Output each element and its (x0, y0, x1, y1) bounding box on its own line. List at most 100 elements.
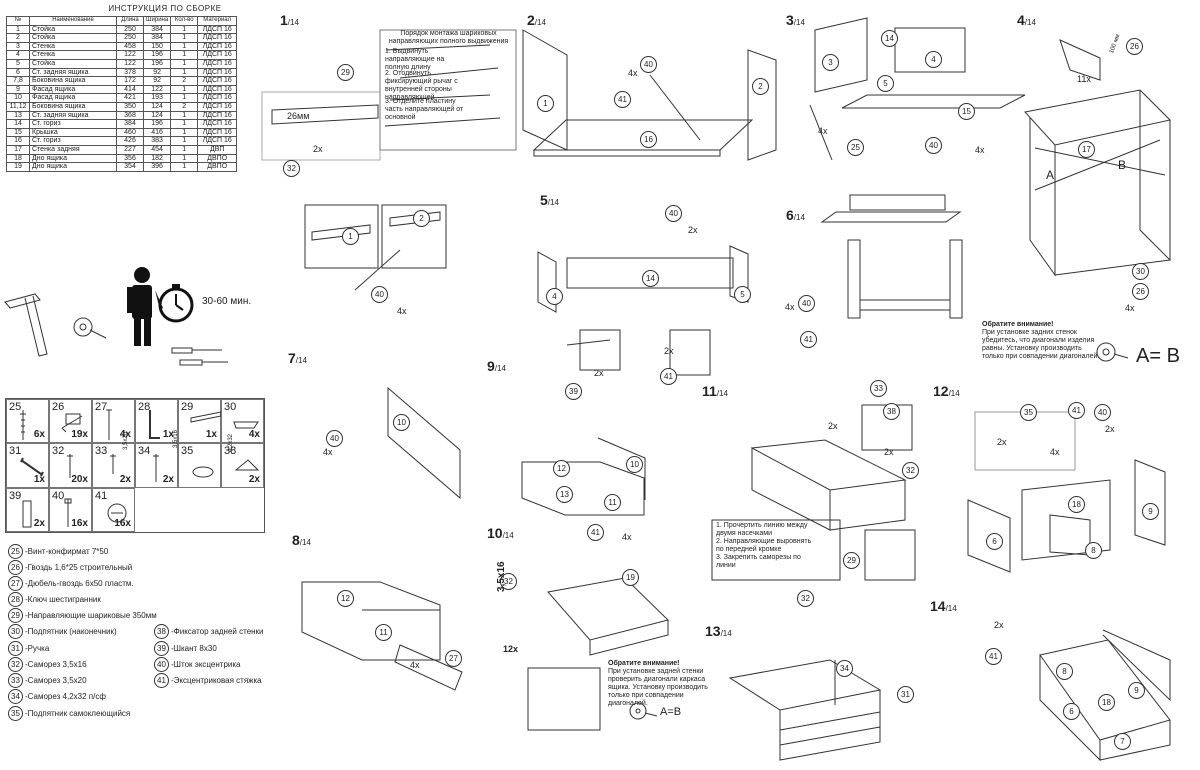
screw-size-label: 3,5x16 (173, 429, 179, 448)
callout-s13-3: 18 (1068, 496, 1085, 513)
hardware-27-icon (106, 409, 112, 440)
callout-s9-4: 41 (587, 524, 604, 541)
hardware-38-icon (234, 459, 260, 471)
callout-s6-0: 26 (1126, 38, 1143, 55)
hardware-number: 41 (95, 489, 108, 502)
hardware-item-32: 32 20x (49, 443, 92, 488)
step-12-label: 12/14 (933, 383, 960, 399)
hardware-number: 35 (181, 445, 194, 458)
legend-item-26: 26-Гвоздь 1,6*25 строительный (8, 560, 132, 575)
legend-text: -Ключ шестигранник (25, 595, 101, 604)
legend-text: -Саморез 3,5x16 (25, 660, 87, 669)
step-4-label: 4/14 (1017, 12, 1036, 28)
hardware-number: 32 (52, 445, 65, 458)
hardware-number: 39 (9, 489, 22, 502)
step8-drawing (301, 581, 463, 691)
legend-item-25: 25-Винт-конфирмат 7*50 (8, 544, 108, 559)
step-number: 13 (705, 623, 721, 639)
step-number: 8 (292, 532, 300, 548)
screw-size-label: 3,5x20 (123, 431, 129, 450)
step-total: /14 (502, 531, 514, 540)
step-total: /14 (299, 538, 311, 547)
hardware-number: 33 (95, 445, 108, 458)
step4-drawing (809, 17, 1026, 161)
legend-number: 35 (8, 706, 23, 721)
legend-number: 40 (154, 657, 169, 672)
step-6-label: 6/14 (786, 207, 805, 223)
assembler-person-icon (127, 267, 163, 346)
legend-number: 39 (154, 641, 169, 656)
hardware-qty: 6x (33, 429, 45, 441)
screw-size-label: 4,2x32 (228, 433, 234, 452)
step11-note-2: 2. Направляющие выровнять по передней кр… (716, 538, 812, 553)
callout-s11-4: 32 (797, 590, 814, 607)
callout-s13-2: 41 (1068, 402, 1085, 419)
assembly-time: 30-60 мин. (202, 296, 252, 307)
step-number: 9 (487, 358, 495, 374)
diagonal-a-label: A (1046, 168, 1055, 182)
step-total: /14 (547, 198, 559, 207)
hardware-number: 40 (52, 489, 65, 502)
callout-s13-5: 6 (986, 533, 1003, 550)
quantity-s11_32: 2x (884, 447, 894, 457)
hardware-28-icon (149, 410, 160, 439)
quantity-s3_39: 2x (594, 368, 604, 378)
legend-item-39: 39-Шкант 8x30 (154, 641, 217, 656)
hardware-qty: 20x (71, 473, 88, 485)
callout-s3-3: 5 (734, 286, 751, 303)
step-total: /14 (295, 356, 307, 365)
legend-item-40: 40-Шток эксцентрика (154, 657, 240, 672)
hardware-qty: 4x (119, 429, 131, 441)
attention-6-formula: A= B (1136, 345, 1180, 367)
nail-qty-6: 11x (1077, 74, 1091, 84)
callout-s14-4: 18 (1098, 694, 1115, 711)
step-5-label: 5/14 (540, 192, 559, 208)
callout-s1-2: 1 (342, 228, 359, 245)
legend-item-33: 33-Саморез 3,5x20 (8, 673, 87, 688)
legend-item-38: 38-Фиксатор задней стенки (154, 624, 264, 639)
legend-number: 25 (8, 544, 23, 559)
quantity-s13_35: 4x (1050, 447, 1060, 457)
callout-s5-1: 40 (798, 295, 815, 312)
callout-s1-3: 2 (413, 210, 430, 227)
step12-drawing (728, 659, 882, 761)
hardware-25-icon (20, 410, 26, 440)
callout-s3-0: 40 (665, 205, 682, 222)
legend-number: 41 (154, 673, 169, 688)
stopwatch-icon (158, 284, 194, 323)
diagonal-b-label: B (1118, 158, 1127, 172)
step-number: 2 (527, 12, 535, 28)
step14-drawing (1039, 629, 1171, 762)
callout-s9-2: 13 (556, 486, 573, 503)
tape-measure-icon (629, 702, 658, 720)
legend-number: 33 (8, 673, 23, 688)
step-14-label: 14/14 (930, 598, 957, 614)
legend-item-31: 31-Ручка (8, 641, 49, 656)
callout-s4-1: 3 (822, 54, 839, 71)
hardware-qty: 4x (248, 429, 260, 441)
step9-drawing (521, 437, 646, 516)
callout-s13-6: 8 (1085, 542, 1102, 559)
legend-number: 34 (8, 689, 23, 704)
hardware-39-icon (22, 500, 32, 528)
quantity-s10_41: 4x (622, 532, 632, 542)
step-number: 3 (786, 12, 794, 28)
rail-note-title: Порядок монтажа шариковых направляющих п… (388, 30, 509, 45)
quantity-s2_41: 4x (628, 68, 638, 78)
step-number: 5 (540, 192, 548, 208)
callout-s4-6: 25 (847, 139, 864, 156)
parts-cell: ДВПО (197, 162, 238, 172)
hardware-qty: 16x (114, 517, 131, 529)
legend-number: 32 (8, 657, 23, 672)
hardware-32-icon (67, 454, 73, 479)
attention-10-body: При установке задней стенки проверить ди… (608, 668, 708, 707)
